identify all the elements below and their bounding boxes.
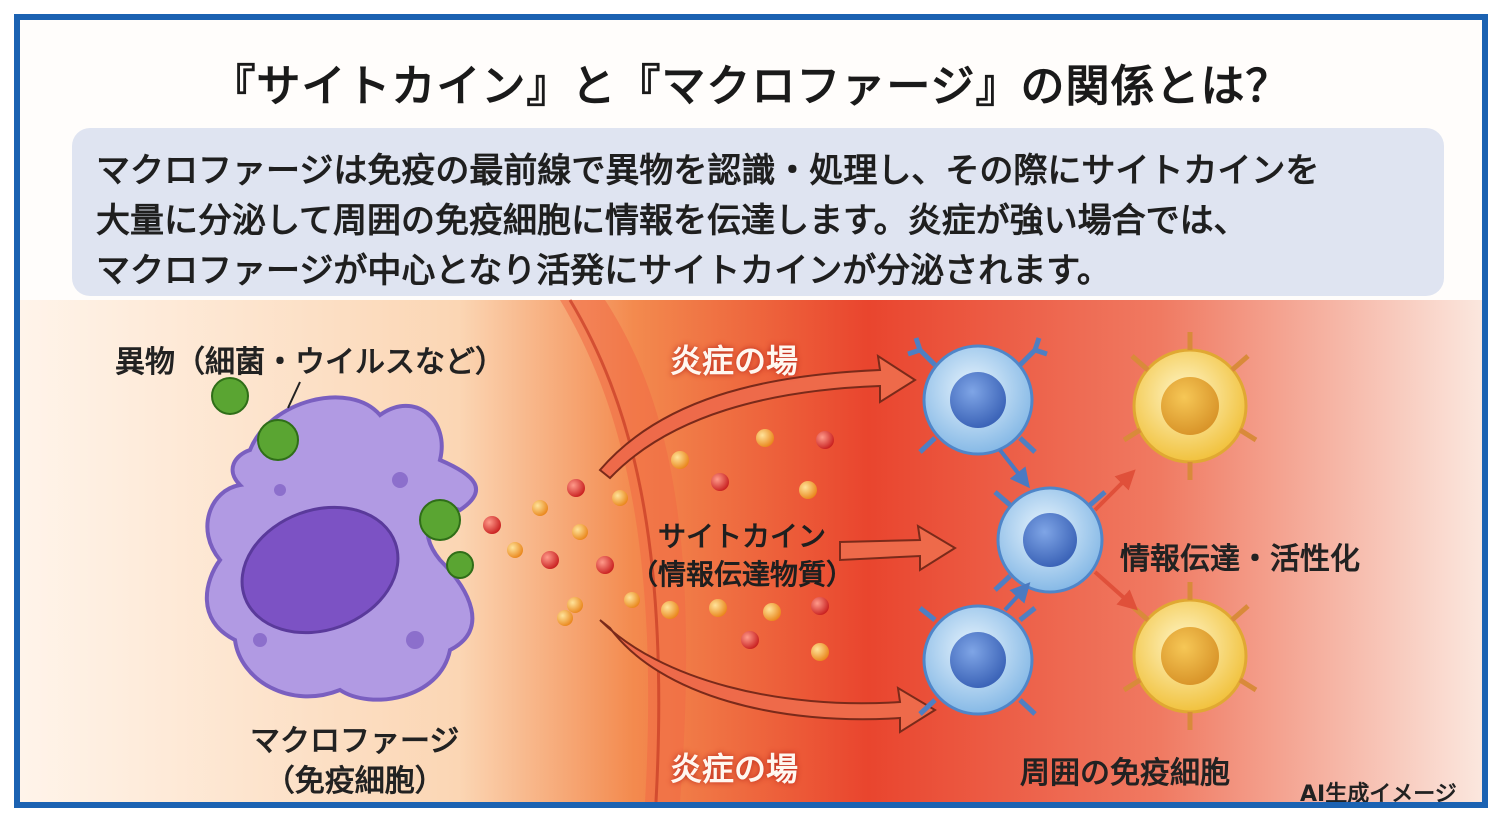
- secretion-arrows: [598, 353, 957, 734]
- blue-cell-center: [993, 486, 1107, 594]
- blue-cell-top: [907, 337, 1048, 456]
- inflammation-site-label-top: 炎症の場: [670, 342, 799, 380]
- yellow-cell-bottom: [1122, 582, 1258, 730]
- surrounding-immune-cells-label: 周囲の免疫細胞: [1020, 756, 1230, 791]
- transfer-activation-label: 情報伝達・活性化: [1120, 542, 1360, 577]
- cytokine-label-main: サイトカイン: [658, 520, 827, 553]
- foreign-substance-label: 異物（細菌・ウイルスなど）: [115, 345, 505, 380]
- scene-illustration: [20, 299, 1482, 802]
- page-title: 『サイトカイン』と『マクロファージ』の関係とは？: [211, 61, 1291, 112]
- signal-arrows: [998, 448, 1138, 612]
- macrophage-label-sub: （免疫細胞）: [264, 764, 445, 799]
- summary-line-2: 大量に分泌して周囲の免疫細胞に情報を伝達します。炎症が強い場合では、: [96, 201, 1248, 241]
- bacteria-group: [211, 377, 474, 579]
- cytokine-label-sub: （情報伝達物質）: [630, 558, 855, 591]
- macrophage-label: マクロファージ （免疫細胞）: [250, 722, 459, 802]
- summary-line-1: マクロファージは免疫の最前線で異物を認識・処理し、その際にサイトカインを: [96, 151, 1320, 191]
- figure-frame: 『サイトカイン』と『マクロファージ』の関係とは？ マクロファージは免疫の最前線で…: [14, 14, 1488, 808]
- yellow-cell-top: [1122, 332, 1258, 480]
- macrophage-label-main: マクロファージ: [250, 724, 460, 759]
- macrophage-cell: [204, 395, 478, 702]
- summary-line-3: マクロファージが中心となり活発にサイトカインが分泌されます。: [96, 251, 1111, 291]
- blue-cell-bottom: [918, 604, 1037, 716]
- cytokine-dots: [483, 429, 834, 661]
- summary-box: マクロファージは免疫の最前線で異物を認識・処理し、その際にサイトカインを 大量に…: [72, 128, 1444, 296]
- ai-generated-note: AI生成イメージ: [1300, 782, 1457, 807]
- inflammation-site-label-bottom: 炎症の場: [670, 750, 799, 788]
- cytokine-label: サイトカイン （情報伝達物質）: [630, 518, 854, 594]
